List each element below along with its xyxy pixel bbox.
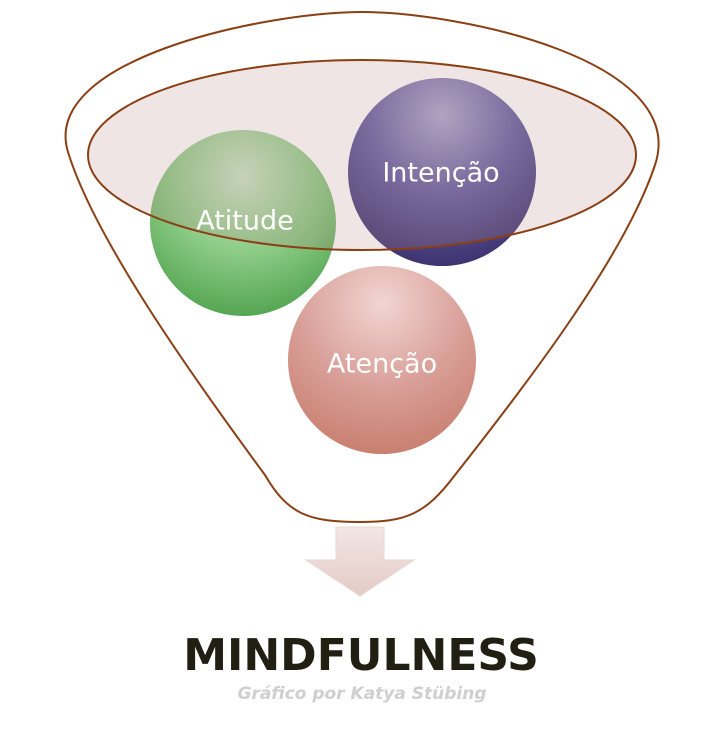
funnel-inner-ring [87,59,637,251]
intention-label: Intenção [382,158,499,189]
attitude-label: Atitude [196,206,294,237]
funnel-outline [64,10,660,524]
down-arrow-icon [304,526,416,597]
attention-circle [288,266,476,454]
intention-circle [348,78,536,266]
credit-text: Gráfico por Katya Stübing [238,684,487,704]
page-title: MINDFULNESS [183,630,539,681]
attitude-circle [150,130,336,316]
attention-label: Atenção [327,349,437,380]
